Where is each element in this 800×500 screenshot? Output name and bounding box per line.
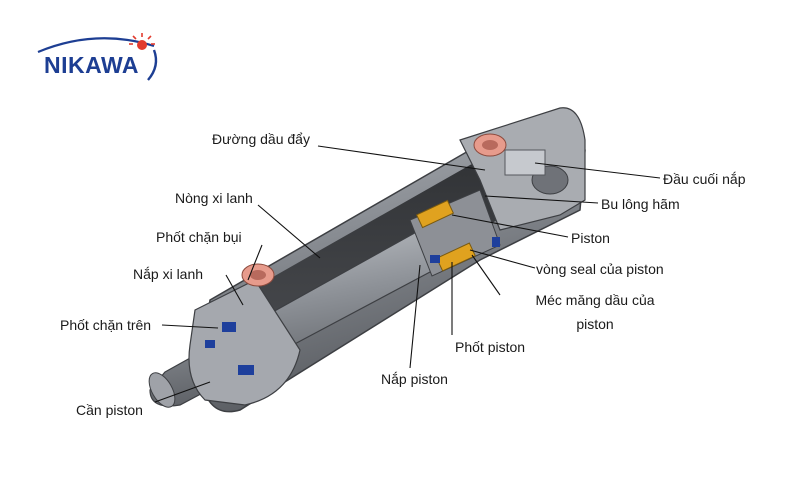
rod-end bbox=[148, 372, 176, 408]
label-phot-chan-tren: Phốt chặn trên bbox=[60, 317, 152, 333]
brand-name: NIKAWA bbox=[44, 52, 139, 78]
label-bu-long-ham: Bu lông hãm bbox=[601, 196, 680, 212]
piston-seal-ring-2 bbox=[492, 237, 500, 247]
label-mec-mang-line1: Méc măng dầu của bbox=[535, 292, 655, 308]
end-cap-face bbox=[504, 149, 546, 176]
label-nong-xi-lanh: Nòng xi lanh bbox=[175, 190, 253, 206]
label-duong-dau-day: Đường dầu đẩy bbox=[212, 131, 310, 147]
head-gland bbox=[188, 279, 301, 406]
logo-sun-icon bbox=[37, 33, 158, 81]
label-dau-cuoi-nap: Đầu cuối nắp bbox=[663, 171, 746, 187]
label-vong-seal: vòng seal của piston bbox=[536, 261, 664, 277]
leader-lines bbox=[154, 145, 661, 403]
piston-wear-ring-bottom bbox=[436, 242, 476, 272]
label-piston: Piston bbox=[571, 230, 610, 246]
rod-seal-bottom bbox=[238, 365, 254, 375]
label-phot-chan-bui: Phốt chặn bụi bbox=[156, 229, 242, 245]
label-nap-xi-lanh: Nắp xi lanh bbox=[133, 266, 204, 282]
label-mec-mang-line2: piston bbox=[576, 316, 614, 332]
label-can-piston: Cần piston bbox=[76, 402, 143, 418]
rod-seal-top bbox=[222, 322, 236, 332]
piston-wear-ring-top bbox=[415, 199, 455, 229]
nikawa-logo: NIKAWA bbox=[36, 30, 166, 90]
label-phot-piston: Phốt piston bbox=[455, 339, 526, 355]
label-nap-piston: Nắp piston bbox=[381, 371, 448, 387]
piston-seal-ring bbox=[430, 255, 440, 263]
wiper-seal bbox=[205, 340, 215, 348]
